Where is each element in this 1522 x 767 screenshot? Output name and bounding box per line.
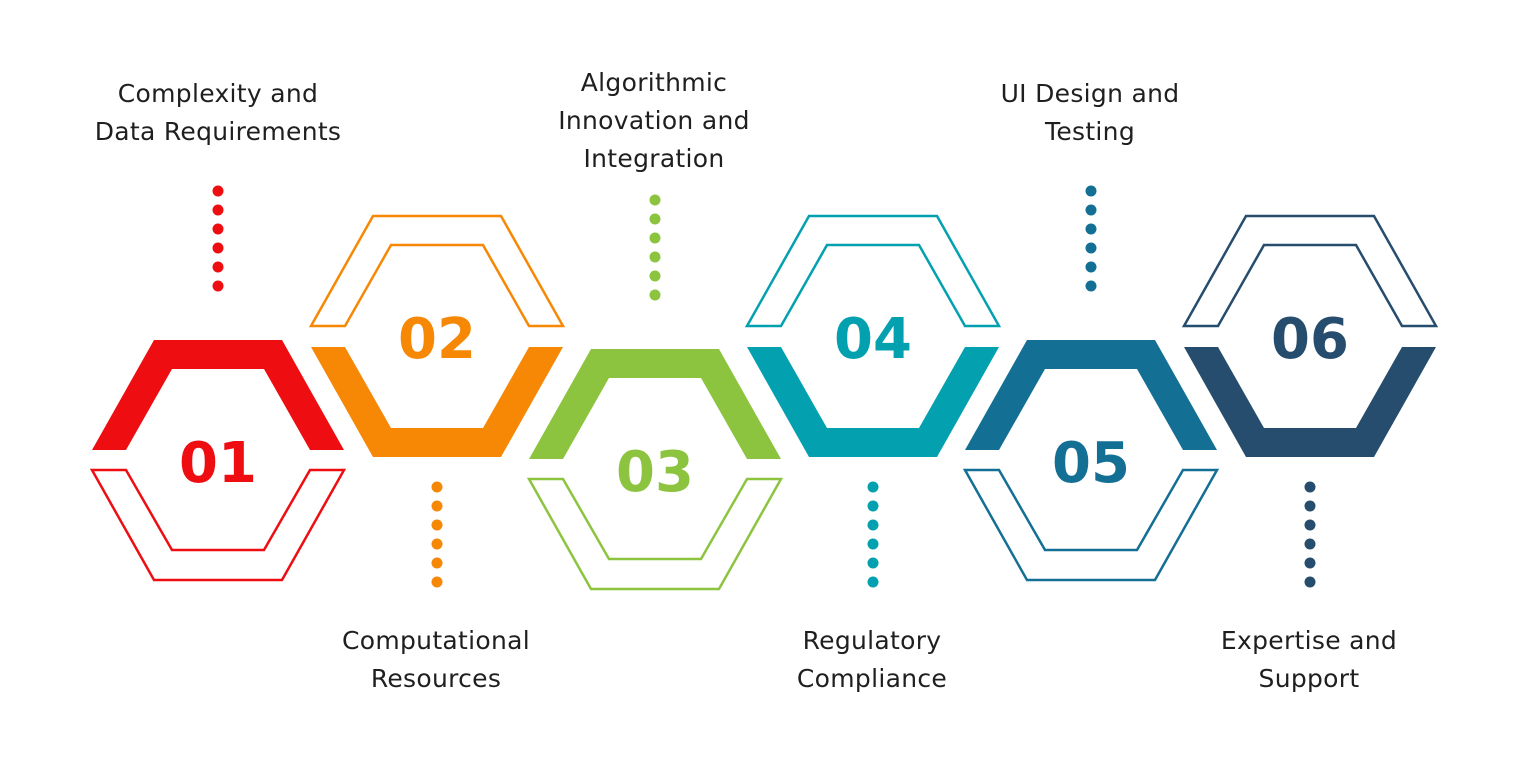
connector-dot — [1085, 261, 1097, 273]
connector-dot — [212, 280, 224, 292]
connector-dot — [867, 576, 879, 588]
connector-dot — [649, 213, 661, 225]
step-number: 06 — [1271, 307, 1349, 372]
connector-dot — [1304, 538, 1316, 550]
connector-dot — [1304, 519, 1316, 531]
connector-dot — [431, 519, 443, 531]
step-number: 05 — [1052, 431, 1130, 496]
connector-dot — [431, 538, 443, 550]
step-number: 04 — [834, 307, 912, 372]
connector-dot — [649, 289, 661, 301]
connector-dot — [867, 481, 879, 493]
connector-dot — [649, 270, 661, 282]
connector-dot — [649, 194, 661, 206]
connector-dot — [867, 557, 879, 569]
connector-dot — [1085, 204, 1097, 216]
connector-dot — [1304, 481, 1316, 493]
hexagon-step-4: 04 — [744, 214, 1002, 588]
connector-dot — [1085, 185, 1097, 197]
hexagon-outline-band — [744, 214, 1002, 328]
hexagon-outline-band — [962, 468, 1220, 582]
connector-dot — [212, 261, 224, 273]
connector-dot — [1085, 223, 1097, 235]
hexagon-solid-band — [1184, 347, 1436, 457]
connector-dot — [212, 185, 224, 197]
connector-dot — [431, 576, 443, 588]
connector-dot — [1085, 242, 1097, 254]
connector-dot — [212, 204, 224, 216]
hexagon-solid-band — [529, 349, 781, 459]
hexagon-step-2: 02 — [308, 214, 566, 588]
hexagon-solid-band — [747, 347, 999, 457]
step-number: 01 — [179, 431, 257, 496]
connector-dot — [431, 500, 443, 512]
hexagon-step-5: 05 — [962, 185, 1220, 582]
connector-dot — [1304, 557, 1316, 569]
connector-dot — [867, 538, 879, 550]
step-number: 03 — [616, 440, 694, 505]
hexagon-step-3: 03 — [526, 194, 784, 591]
hexagon-outline-band — [89, 468, 347, 582]
hexagon-solid-band — [311, 347, 563, 457]
connector-dot — [649, 232, 661, 244]
hexagon-step-6: 06 — [1181, 214, 1439, 588]
connector-dot — [1304, 576, 1316, 588]
hexagon-outline-band — [1181, 214, 1439, 328]
step-number: 02 — [398, 307, 476, 372]
hexagon-outline-band — [526, 477, 784, 591]
connector-dot — [867, 500, 879, 512]
hexagon-outline-band — [308, 214, 566, 328]
connector-dot — [649, 251, 661, 263]
connector-dot — [212, 242, 224, 254]
connector-dot — [1304, 500, 1316, 512]
connector-dot — [1085, 280, 1097, 292]
connector-dot — [431, 481, 443, 493]
connector-dot — [212, 223, 224, 235]
hexagon-solid-band — [965, 340, 1217, 450]
hexagon-solid-band — [92, 340, 344, 450]
connector-dot — [431, 557, 443, 569]
connector-dot — [867, 519, 879, 531]
hexagon-step-1: 01 — [89, 185, 347, 582]
